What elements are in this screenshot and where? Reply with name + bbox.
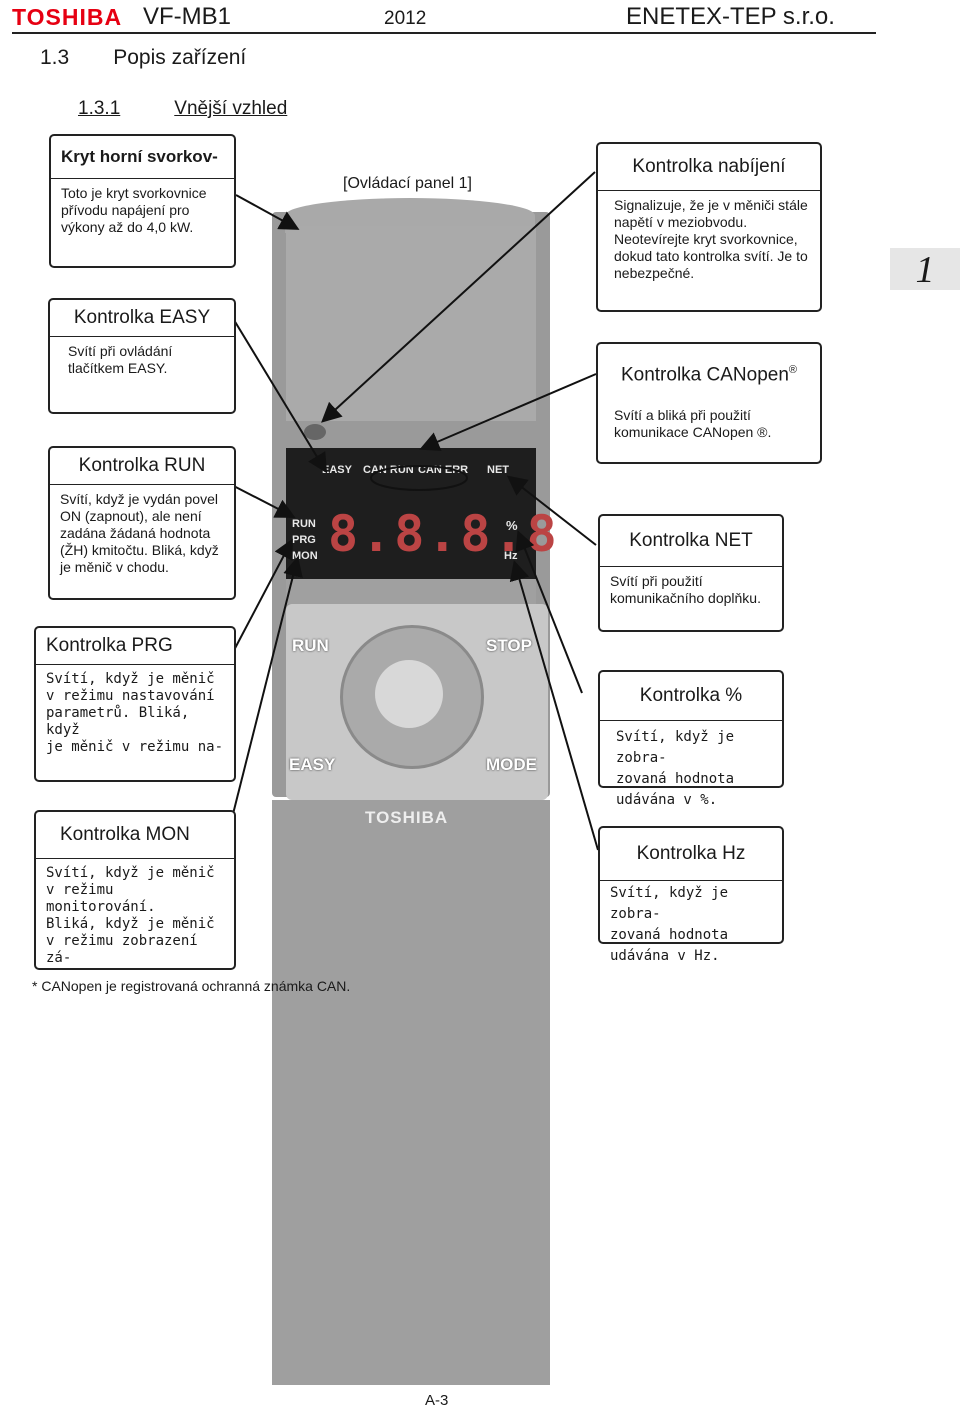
callout-easy: Kontrolka EASY Svítí při ovládání tlačít… [48, 298, 236, 414]
arrow-mon [231, 556, 303, 819]
easy-key[interactable]: EASY [289, 755, 336, 774]
arrow-canopen [419, 373, 597, 451]
arrow-run [225, 481, 296, 518]
callout-run: Kontrolka RUN Svítí, když je vydán povel… [48, 446, 236, 600]
panel-label: [Ovládací panel 1] [343, 175, 472, 192]
stop-key[interactable]: STOP [486, 636, 532, 655]
display-panel: EASY CAN RUN CAN ERR NET RUN PRG MON % H… [286, 455, 557, 579]
run-key[interactable]: RUN [292, 636, 329, 655]
callout-kryt: Kryt horní svorkov- Toto je kryt svorkov… [49, 134, 236, 268]
device-brand: TOSHIBA [365, 808, 449, 827]
page-number: A-3 [425, 1392, 449, 1409]
arrow-net [506, 475, 597, 546]
unit-label-percent: % [506, 518, 518, 533]
company-name: ENETEX-TEP s.r.o. [626, 3, 835, 30]
arrow-prg [231, 538, 293, 655]
document-year: 2012 [384, 8, 427, 29]
callout-percent: Kontrolka % Svítí, když je zobra-zovaná … [598, 670, 784, 808]
callout-nabijeni: Kontrolka nabíjení Signalizuje, že je v … [596, 142, 822, 312]
led-label-net: NET [487, 464, 509, 476]
led-label-easy: EASY [322, 464, 352, 476]
callout-net: Kontrolka NET Svítí při použití komunika… [598, 514, 784, 632]
arrow-kryt [235, 194, 300, 230]
callout-hz: Kontrolka Hz Svítí, když je zobra-zovaná… [598, 826, 784, 964]
toshiba-logo: TOSHIBA [12, 4, 123, 30]
arrow-hz [509, 560, 599, 851]
mode-label-run: RUN [292, 518, 316, 530]
unit-label-hz: Hz [504, 550, 518, 562]
callout-canopen: Kontrolka CANopen® Svítí a bliká při pou… [596, 342, 822, 464]
arrow-easy [233, 319, 328, 474]
terminal-cover-face [286, 226, 536, 421]
chapter-tab: 1 [890, 248, 960, 291]
inverter-lower-body [272, 800, 550, 1385]
mode-label-prg: PRG [292, 534, 316, 546]
header-rule [12, 32, 876, 34]
model-name: VF-MB1 [143, 3, 232, 30]
arrow-nabijeni [321, 171, 596, 423]
arrow-percent [515, 530, 583, 694]
dial-center-button[interactable] [375, 660, 443, 728]
mode-key[interactable]: MODE [486, 755, 537, 774]
charge-lamp [304, 424, 326, 440]
footnote: * CANopen je registrovaná ochranná známk… [32, 978, 351, 994]
